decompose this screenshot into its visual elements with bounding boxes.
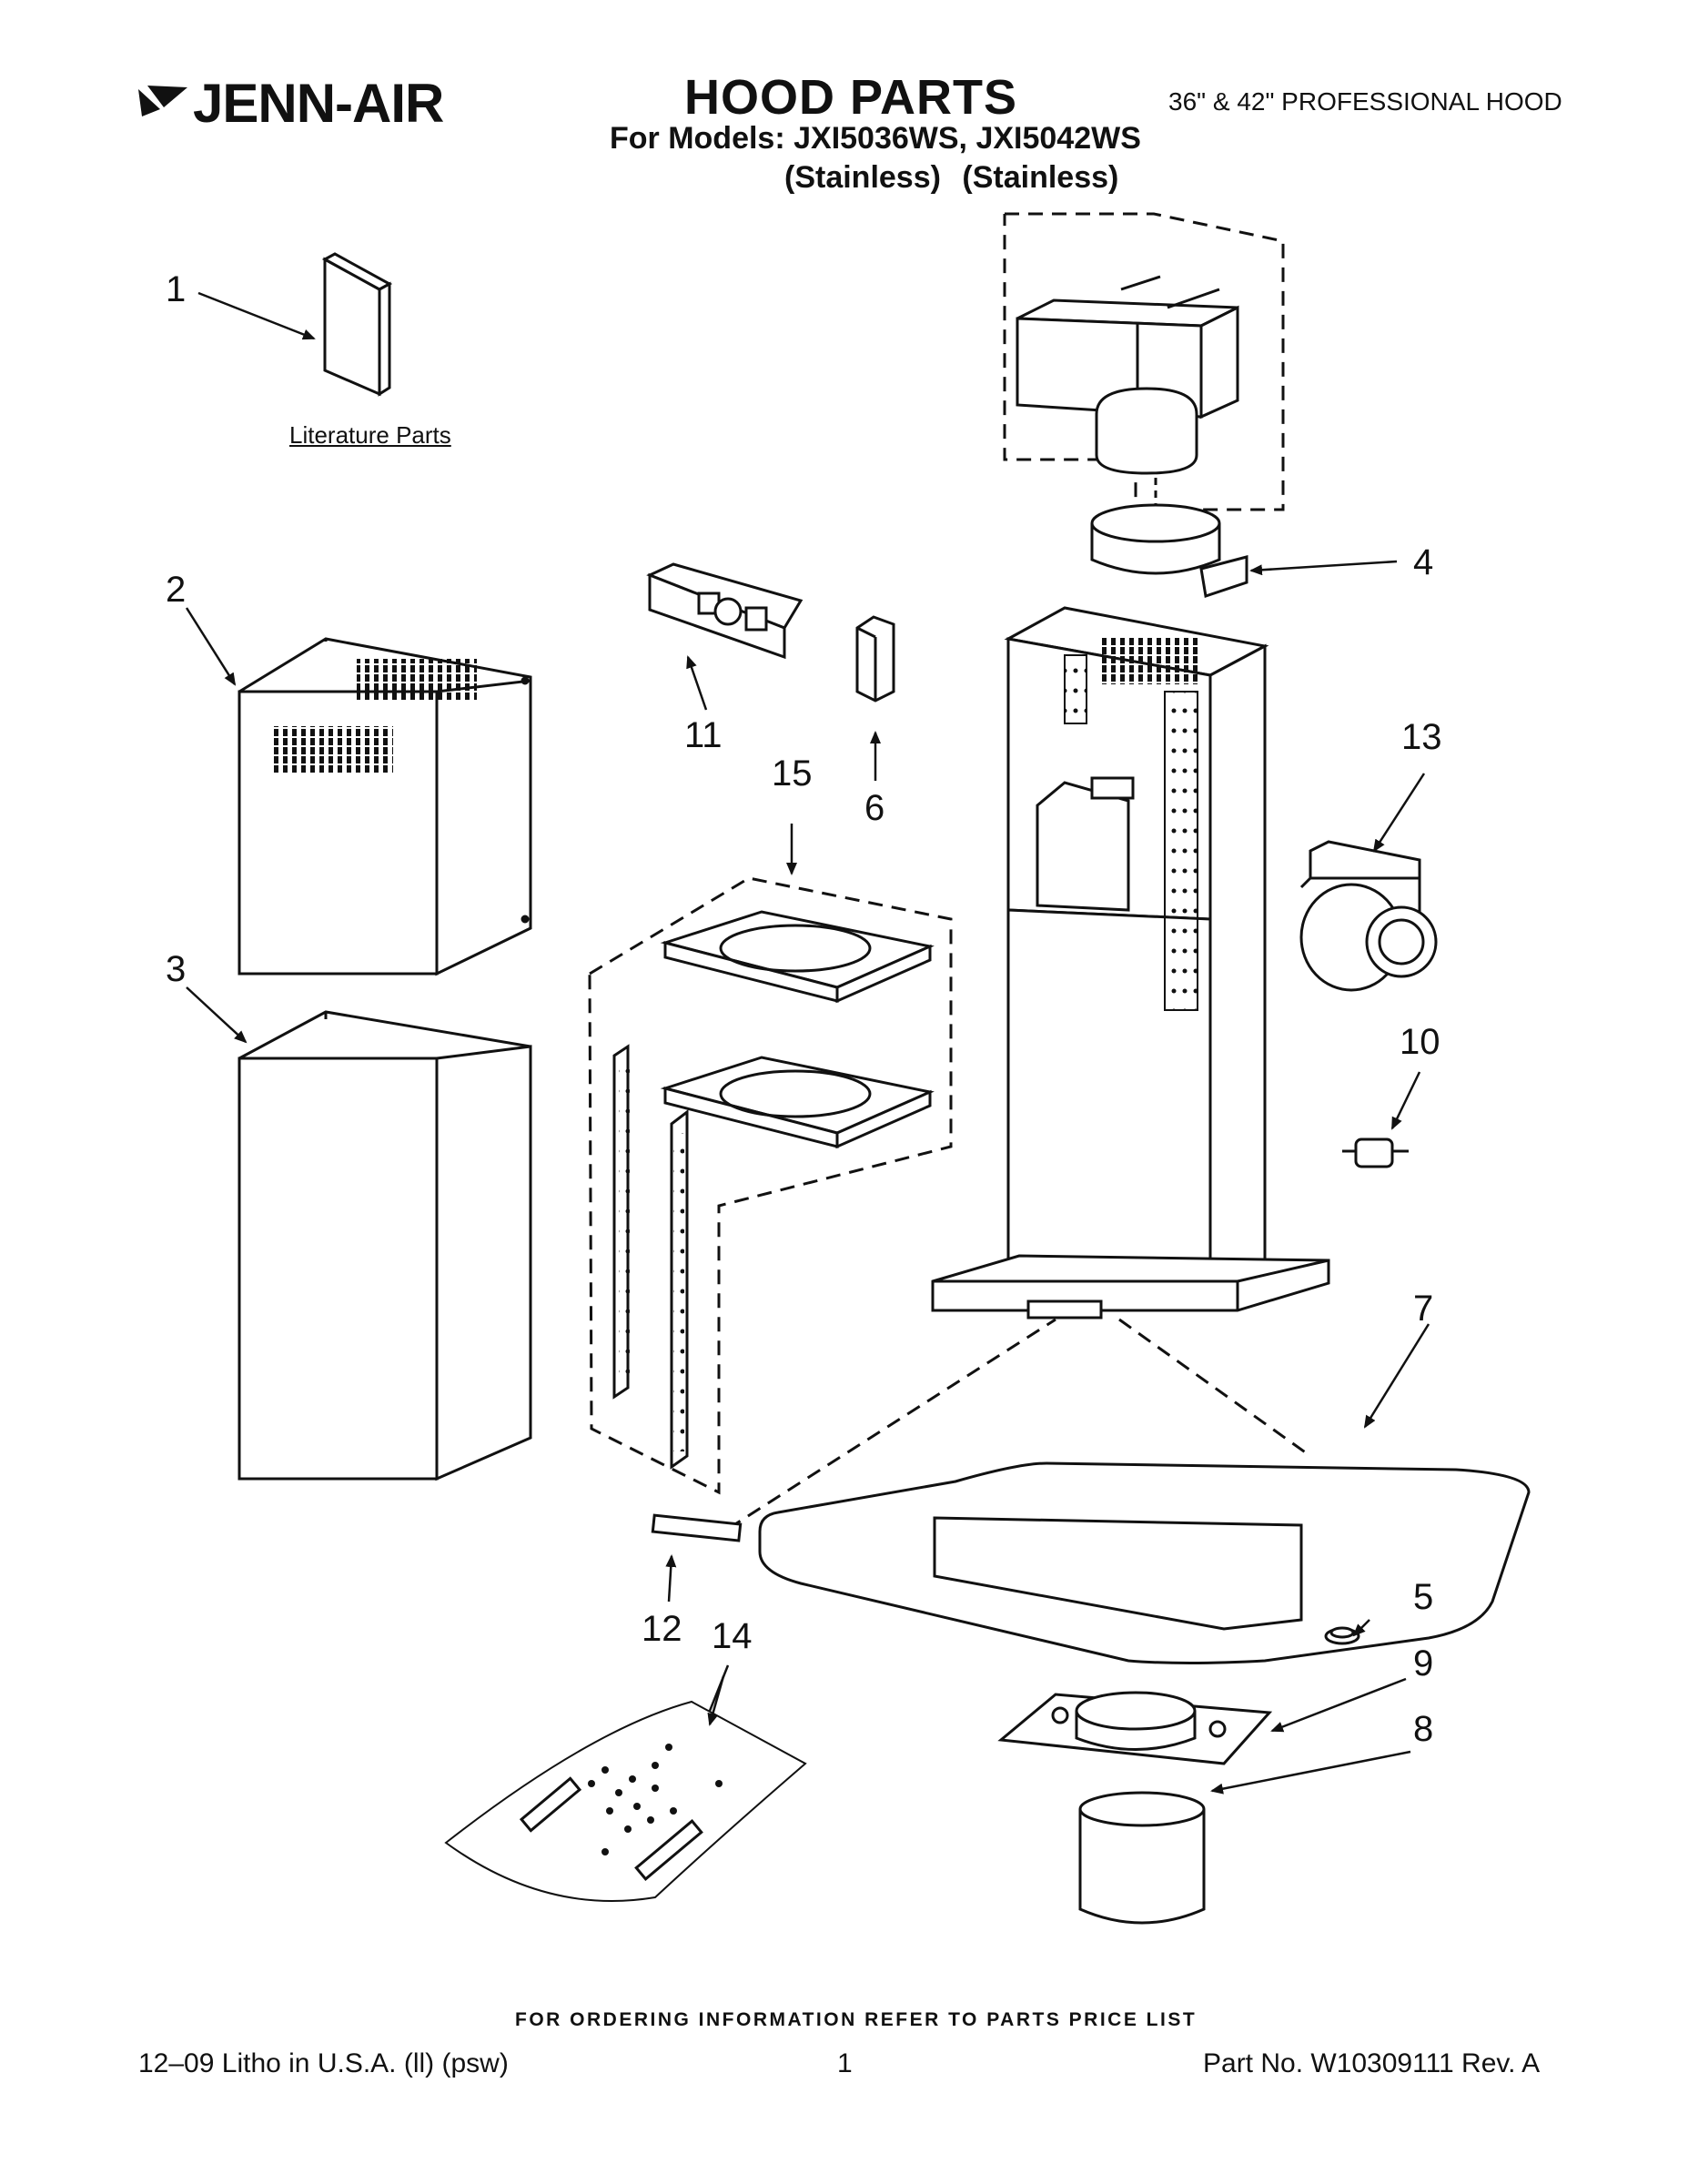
duct-pipe [1078,1791,1206,1925]
jenn-air-logo-icon [138,86,187,116]
callout-8: 8 [1413,1709,1434,1749]
callout-arrows [185,291,1430,1795]
callout-6: 6 [864,788,885,828]
hood-type-label: 36" & 42" PROFESSIONAL HOOD [1168,87,1562,116]
callout-9: 9 [1413,1643,1434,1684]
control-knob [1324,1626,1360,1645]
finish-line: (Stainless) (Stainless) [784,160,1119,195]
hood-body-assembly [931,606,1330,1320]
callout-11: 11 [684,715,723,755]
callout-12: 12 [642,1609,682,1649]
lower-chimney-cover [238,1010,532,1481]
page-number: 1 [837,2048,853,2078]
mounting-bracket-assembly [588,876,953,1495]
callout-7: 7 [1413,1289,1434,1329]
hardware-bag [444,1700,807,1902]
callout-2: 2 [166,570,187,610]
capacitor [855,615,895,703]
motor-capacitor [1342,1138,1409,1168]
callout-10: 10 [1400,1022,1440,1062]
callout-13: 13 [1401,717,1442,757]
callout-1: 1 [166,269,187,309]
ordering-note: FOR ORDERING INFORMATION REFER TO PARTS … [515,2009,1198,2030]
switch-bar [651,1513,743,1542]
callout-4: 4 [1413,542,1434,582]
callout-3: 3 [166,949,187,989]
callout-14: 14 [712,1616,753,1656]
literature-parts-label: Literature Parts [289,421,451,449]
duct-collar [1090,503,1248,598]
litho-info: 12–09 Litho in U.S.A. (ll) (psw) [138,2048,509,2078]
control-board [646,562,804,660]
duct-transition-assembly [1003,212,1285,511]
literature-booklet [321,252,393,397]
callout-5: 5 [1413,1577,1434,1617]
callout-15: 15 [772,753,813,794]
filter-tray [727,1318,1531,1664]
part-number: Part No. W10309111 Rev. A [1203,2048,1541,2078]
damper-plate [997,1691,1273,1765]
blower-motor [1299,840,1438,992]
page-title: HOOD PARTS [684,70,1018,125]
models-line: For Models: JXI5036WS, JXI5042WS [610,121,1141,156]
upper-chimney-cover [238,637,532,976]
brand-name: JENN-AIR [193,73,444,134]
